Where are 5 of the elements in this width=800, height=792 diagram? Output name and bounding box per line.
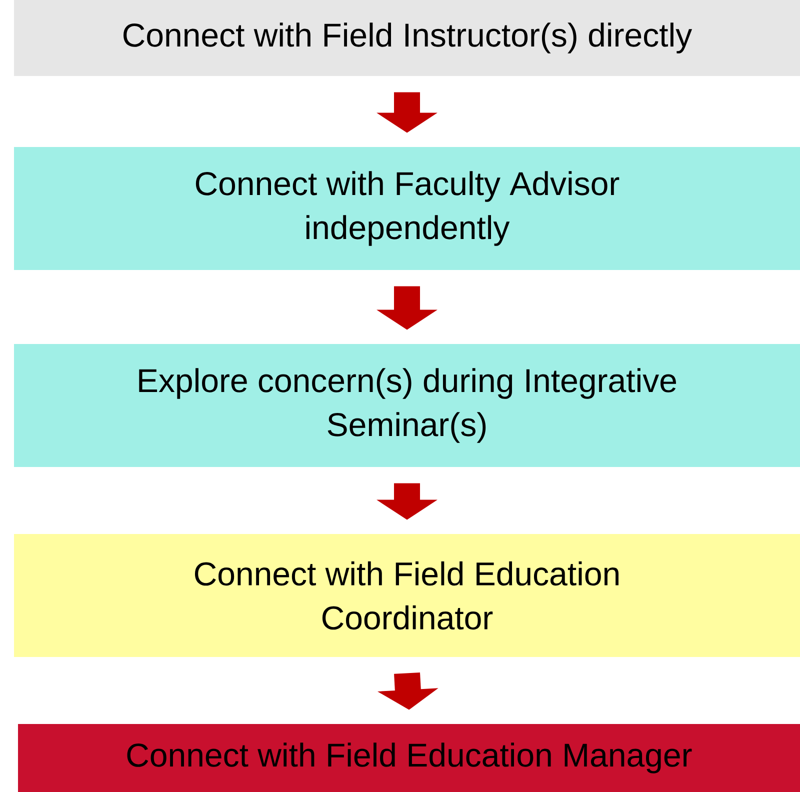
step-box: Connect with Field Education Manager bbox=[18, 724, 800, 792]
step-box: Connect with Field Education Coordinator bbox=[14, 534, 800, 657]
step-box: Connect with Field Instructor(s) directly bbox=[14, 0, 800, 76]
step-box: Connect with Faculty Advisor independently bbox=[14, 147, 800, 270]
step-box: Explore concern(s) during Integrative Seminar(s) bbox=[14, 344, 800, 467]
